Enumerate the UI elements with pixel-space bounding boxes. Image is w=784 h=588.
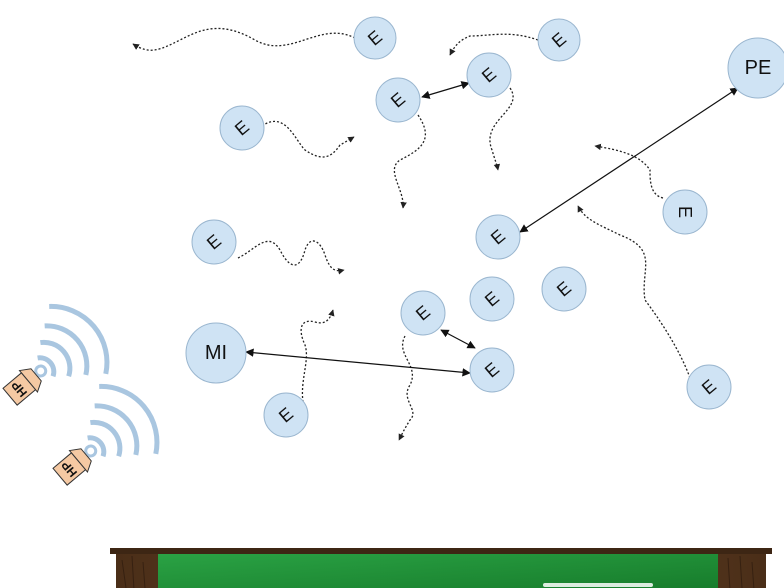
node-mi-label: MI bbox=[205, 342, 227, 364]
node-e-label: E bbox=[675, 206, 695, 218]
chalkboard-top-edge bbox=[110, 548, 772, 554]
walk-path bbox=[577, 205, 691, 379]
node-e: E bbox=[537, 18, 581, 62]
signal-waves bbox=[87, 383, 160, 458]
node-e: E bbox=[263, 392, 309, 438]
walk-path bbox=[300, 309, 335, 403]
signal-waves bbox=[37, 303, 110, 378]
link-arrow bbox=[440, 329, 476, 349]
walk-path bbox=[489, 87, 514, 171]
link-arrow bbox=[421, 81, 470, 99]
walk-path bbox=[132, 27, 356, 51]
hp-tag bbox=[2, 372, 37, 406]
node-e: E bbox=[686, 364, 732, 410]
node-pe-label: PE bbox=[745, 57, 772, 79]
node-e: E bbox=[469, 276, 515, 322]
hp-emitter: HP bbox=[2, 303, 110, 406]
chalkboard-highlight bbox=[543, 583, 653, 587]
signal-dot bbox=[84, 444, 98, 458]
signal-dot bbox=[34, 364, 48, 378]
node-e: E bbox=[475, 214, 521, 260]
node-e: E bbox=[219, 105, 265, 151]
node-e: E bbox=[469, 347, 515, 393]
node-mi: MI bbox=[185, 322, 247, 384]
link-arrow bbox=[245, 348, 471, 377]
walk-path bbox=[398, 335, 414, 441]
node-pe: PE bbox=[727, 37, 784, 99]
node-e: E bbox=[662, 189, 708, 235]
node-e: E bbox=[400, 290, 446, 336]
hp-emitter: HP bbox=[52, 383, 160, 486]
chalkboard bbox=[110, 548, 772, 588]
walk-path bbox=[449, 33, 539, 56]
walk-path bbox=[261, 120, 355, 158]
hp-tag bbox=[52, 452, 87, 486]
node-e: E bbox=[191, 219, 237, 265]
walk-path bbox=[393, 114, 426, 209]
node-group: E E E E E E E E bbox=[185, 16, 784, 438]
node-e: E bbox=[375, 77, 421, 123]
link-arrow bbox=[519, 87, 739, 233]
walk-path bbox=[237, 240, 345, 275]
chalkboard-surface bbox=[158, 554, 718, 588]
node-e: E bbox=[466, 52, 512, 98]
walk-path bbox=[594, 143, 664, 199]
wood-grain bbox=[121, 555, 755, 588]
node-e: E bbox=[541, 266, 587, 312]
node-e: E bbox=[353, 16, 397, 60]
